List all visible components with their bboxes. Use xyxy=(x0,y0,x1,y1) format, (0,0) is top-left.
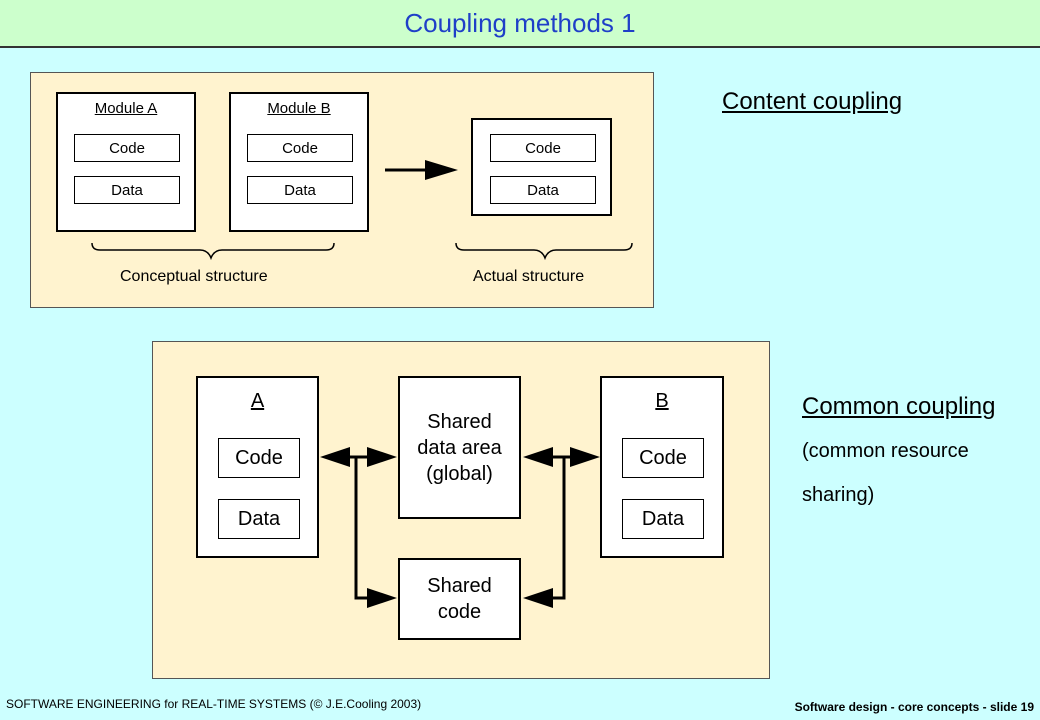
module-a-box: Module A Code Data xyxy=(56,92,196,232)
actual-brace xyxy=(455,242,633,261)
module-a-common-label: A xyxy=(250,390,265,412)
b-side-arrowhead-left xyxy=(523,447,553,467)
footer-left: SOFTWARE ENGINEERING for REAL-TIME SYSTE… xyxy=(6,697,422,711)
footer-right: Software design - core concepts - slide … xyxy=(794,700,1034,714)
b-side-arrowhead-right xyxy=(570,447,600,467)
module-b-common-code: Code xyxy=(622,438,704,478)
conceptual-structure-label: Conceptual structure xyxy=(120,268,268,285)
shared-code-line-1: Shared xyxy=(427,575,492,597)
shared-code-box: Shared code xyxy=(398,558,521,640)
a-side-arrowhead-left xyxy=(320,447,350,467)
shared-data-line-1: Shared xyxy=(427,410,492,433)
module-b-common-box: B Code Data xyxy=(600,376,724,558)
content-coupling-heading: Content coupling xyxy=(722,88,903,115)
module-b-common-data: Data xyxy=(622,499,704,539)
module-b-label: Module B xyxy=(267,100,331,117)
shared-code-line-2: code xyxy=(437,601,482,623)
shared-data-area-box: Shared data area (global) xyxy=(398,376,521,519)
actual-code: Code xyxy=(490,134,596,162)
transform-arrowhead xyxy=(425,160,458,180)
shared-data-line-3: (global) xyxy=(426,462,493,485)
module-a-label: Module A xyxy=(94,100,158,117)
slide-title: Coupling methods 1 xyxy=(404,8,636,38)
b-shared-code-arrowhead xyxy=(523,588,553,608)
module-a-common-box: A Code Data xyxy=(196,376,319,558)
module-a-common-code: Code xyxy=(218,438,300,478)
title-bar: Coupling methods 1 xyxy=(0,0,1040,48)
module-b-common-label: B xyxy=(655,390,669,412)
module-b-code: Code xyxy=(247,134,353,162)
a-side-arrowhead-right xyxy=(367,447,397,467)
actual-module-box: Code Data xyxy=(471,118,612,216)
module-a-code: Code xyxy=(74,134,180,162)
module-a-common-data: Data xyxy=(218,499,300,539)
module-b-data: Data xyxy=(247,176,353,204)
actual-data: Data xyxy=(490,176,596,204)
b-to-shared-code-line xyxy=(533,457,566,600)
module-b-box: Module B Code Data xyxy=(229,92,369,232)
common-coupling-heading: Common coupling xyxy=(802,393,996,420)
conceptual-brace xyxy=(91,242,335,261)
actual-structure-label: Actual structure xyxy=(473,268,585,285)
a-to-shared-code-line xyxy=(354,457,387,600)
module-a-data: Data xyxy=(74,176,180,204)
shared-data-line-2: data area xyxy=(417,436,502,459)
common-coupling-sub-line-2: sharing) xyxy=(802,484,875,506)
a-shared-code-arrowhead xyxy=(367,588,397,608)
common-coupling-sub-line-1: (common resource xyxy=(802,440,969,462)
